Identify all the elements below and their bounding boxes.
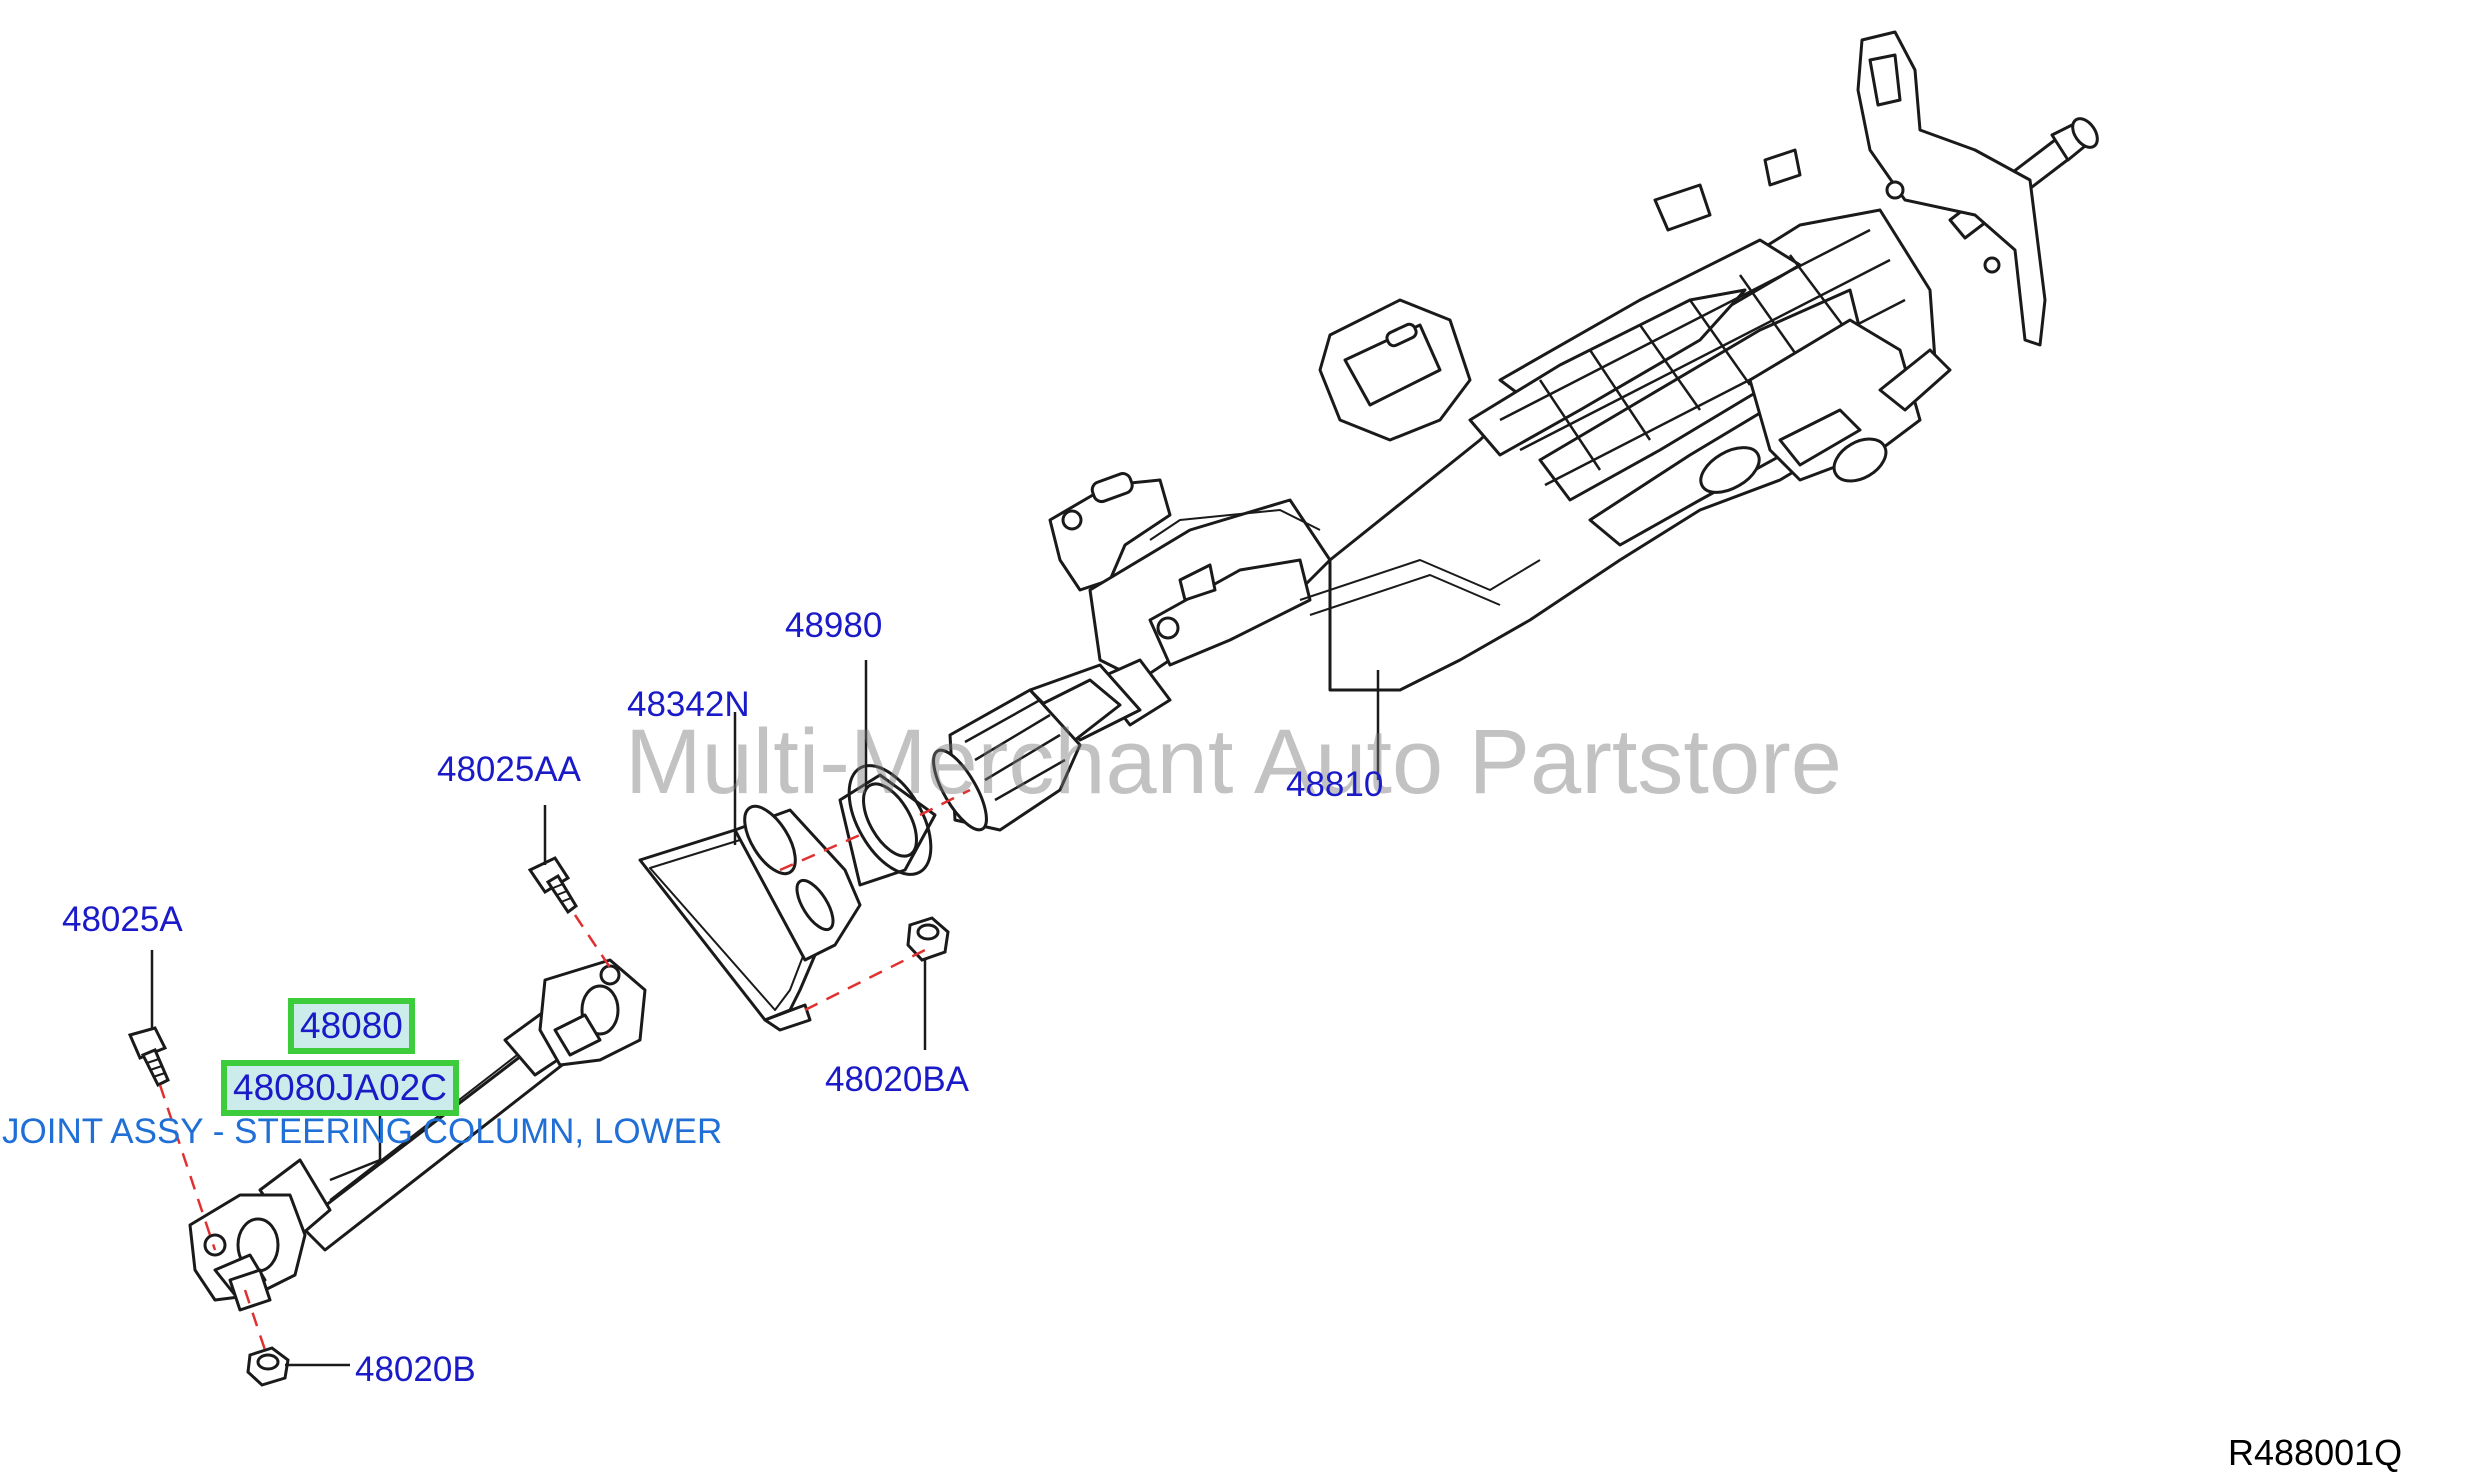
bolt-48025AA [527,856,578,915]
callout-48342N: 48342N [627,685,750,724]
callout-48025A: 48025A [62,900,183,939]
part-number-highlighted[interactable]: 48080JA02C [221,1060,459,1116]
nut-48020BA [906,916,950,962]
watermark: Multi-Merchant Auto Partstore [625,711,1842,813]
callout-48080-highlighted[interactable]: 48080 [288,998,415,1054]
callout-48020BA: 48020BA [825,1060,970,1099]
callout-48020B: 48020B [355,1350,476,1389]
sleeve-48980 [838,688,1082,887]
steering-column-assembly [1028,30,2099,742]
part-description: JOINT ASSY - STEERING COLUMN, LOWER [2,1112,723,1151]
alignment-lines [158,788,971,1351]
callout-48980: 48980 [785,606,883,645]
leader-lines [150,660,1380,1367]
bolt-48025A [127,1026,170,1088]
callout-48810: 48810 [1286,765,1384,804]
diagram-reference-code: R488001Q [2228,1432,2403,1473]
nut-48020B [246,1346,290,1387]
callout-48025AA: 48025AA [437,750,582,789]
column-cover-48342N [638,804,862,1032]
lower-joint-assembly-48080 [188,958,647,1312]
